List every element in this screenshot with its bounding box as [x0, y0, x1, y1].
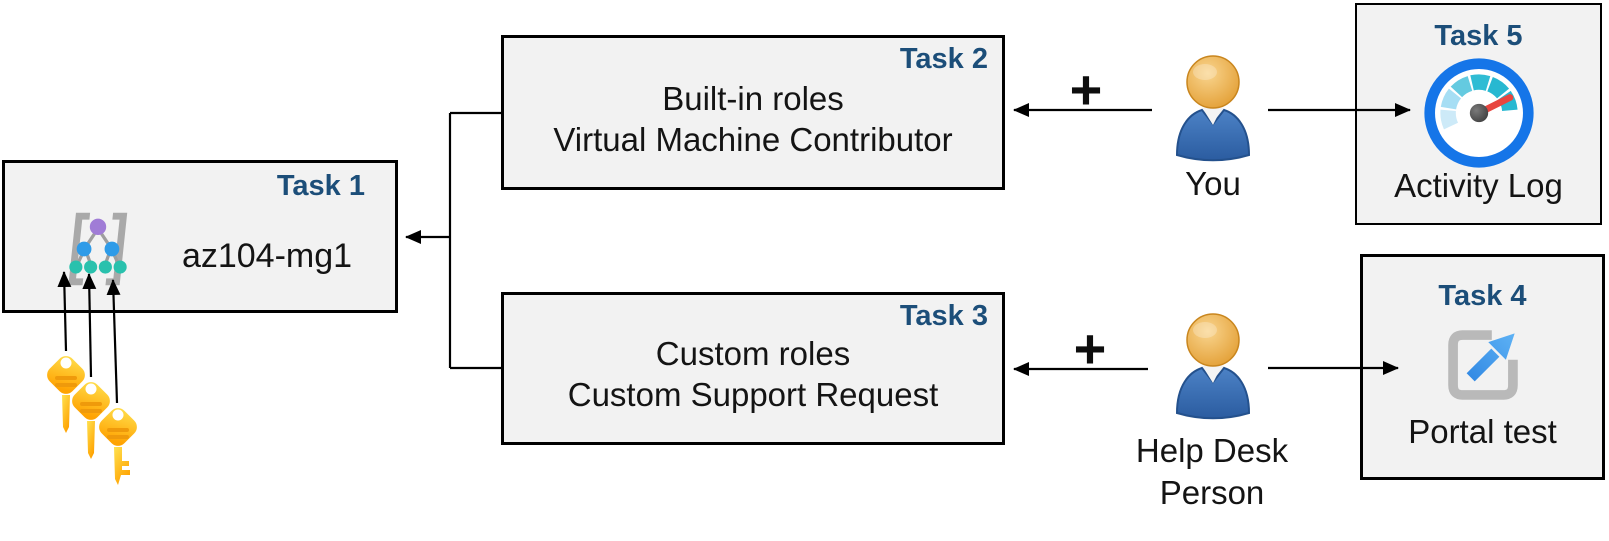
helpdesk-label-line1: Help Desk: [1135, 432, 1289, 469]
task2-line1: Built-in roles: [662, 80, 844, 117]
task1-box: Task 1 az104-mg1: [2, 160, 398, 313]
task4-box: Task 4 Portal test: [1360, 254, 1605, 480]
task2-line2: Virtual Machine Contributor: [553, 121, 953, 158]
helpdesk-label-line2: Person: [1159, 474, 1265, 511]
task3-text: Custom roles Custom Support Request: [504, 333, 1002, 415]
helpdesk-label: Help Desk Person: [1136, 430, 1288, 514]
task3-badge: Task 3: [899, 300, 988, 332]
key-icon: [72, 382, 110, 459]
task4-caption: Portal test: [1408, 413, 1557, 450]
task1-name: az104-mg1: [181, 237, 353, 275]
task5-box: Task 5 Activity Log: [1355, 3, 1602, 225]
task3-box: Task 3 Custom roles Custom Support Reque…: [501, 292, 1005, 445]
task5-badge: Task 5: [1434, 20, 1523, 52]
plus-sign-bottom: +: [1073, 317, 1107, 380]
task2-box: Task 2 Built-in roles Virtual Machine Co…: [501, 35, 1005, 190]
task5-caption: Activity Log: [1394, 167, 1563, 204]
you-label: You: [1185, 165, 1241, 202]
task1-badge: Task 1: [276, 170, 365, 202]
task3-line1: Custom roles: [655, 335, 851, 372]
gauge-icon: [1423, 58, 1534, 168]
task2-text: Built-in roles Virtual Machine Contribut…: [504, 78, 1002, 160]
three-keys-icon: [47, 356, 137, 485]
management-group-icon: [68, 212, 128, 286]
person-icon-you: [1175, 55, 1251, 162]
task3-line2: Custom Support Request: [567, 376, 939, 413]
person-icon-helpdesk: [1175, 313, 1251, 420]
plus-sign-top: +: [1069, 58, 1103, 121]
task4-badge: Task 4: [1438, 280, 1527, 312]
external-link-icon: [1447, 330, 1518, 400]
key-icon: [99, 408, 137, 485]
key-icon: [47, 356, 85, 433]
task2-badge: Task 2: [899, 43, 988, 75]
